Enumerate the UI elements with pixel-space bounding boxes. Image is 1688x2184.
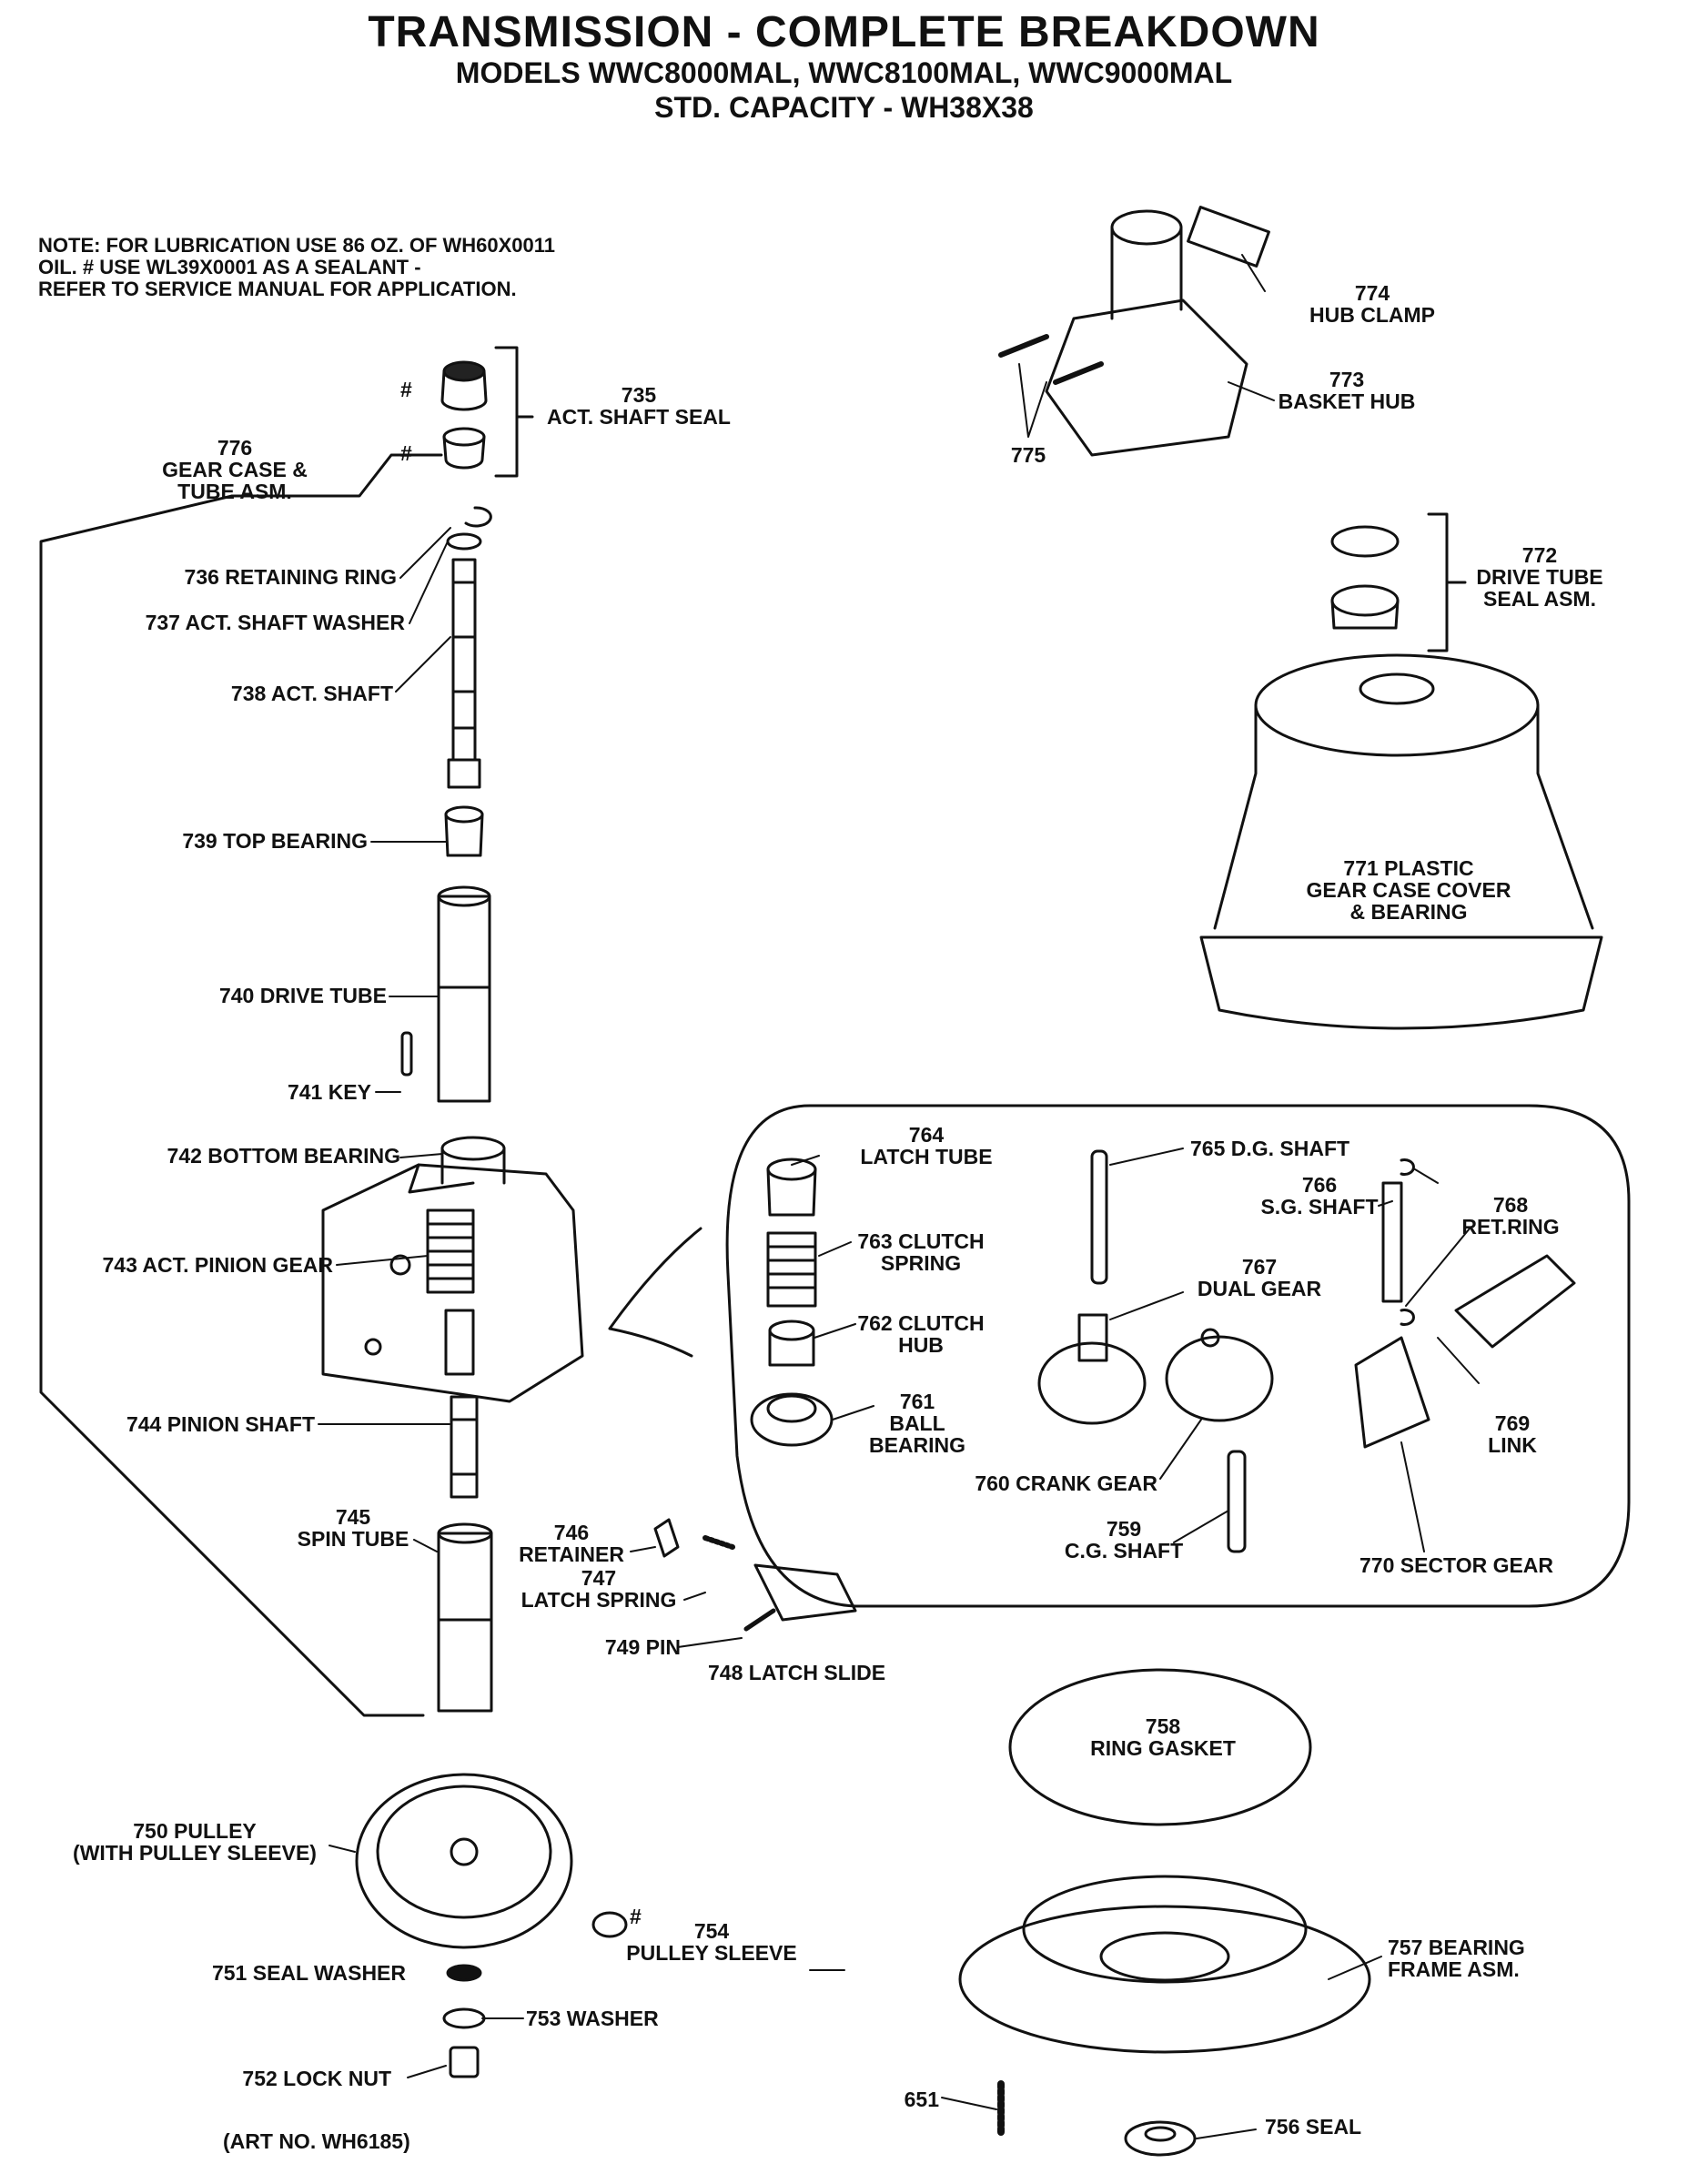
clutch-hub-part	[768, 1320, 815, 1367]
bearing-frame-part	[958, 1875, 1371, 2054]
hub-bolts	[998, 334, 1104, 385]
shaft-seal-bracket	[494, 346, 534, 478]
seal-part	[1124, 2120, 1197, 2157]
ret-ring-part	[1400, 1158, 1415, 1326]
label-749: 749 PIN	[604, 1635, 681, 1659]
gear-case-bracket-top	[230, 453, 443, 498]
spin-tube-part	[437, 1522, 493, 1713]
basket-hub-part	[1045, 209, 1248, 457]
label-741: 741 KEY	[287, 1080, 371, 1104]
label-748: 748 LATCH SLIDE	[708, 1661, 886, 1684]
cg-shaft-part	[1227, 1450, 1247, 1553]
inset-boundary	[725, 1104, 1631, 1608]
label-651: 651	[904, 2088, 939, 2111]
clutch-spring-part	[766, 1231, 817, 1308]
diagram-title: TRANSMISSION - COMPLETE BREAKDOWN	[368, 8, 1320, 56]
sector-gear-part	[1354, 1336, 1430, 1449]
hub-clamp-part	[1187, 206, 1270, 268]
ring-gasket-part	[1008, 1668, 1312, 1826]
note-line: OIL. # USE WL39X0001 AS A SEALANT -	[38, 256, 421, 278]
label-736: 736 RETAINING RING	[184, 565, 397, 589]
label-775: 775	[1010, 443, 1046, 467]
retaining-ring	[464, 506, 492, 528]
label-756: 756 SEAL	[1265, 2115, 1362, 2138]
gear-case-cover-part	[1199, 653, 1603, 1030]
latch-slide-part	[753, 1563, 857, 1622]
sealant-mark: #	[400, 378, 412, 401]
label-740: 740 DRIVE TUBE	[218, 984, 387, 1007]
drive-tube-seal-bracket	[1427, 512, 1467, 652]
note-line: REFER TO SERVICE MANUAL FOR APPLICATION.	[38, 278, 517, 300]
pulley-sleeve-part	[591, 1911, 628, 1938]
crank-gear-part	[1165, 1328, 1274, 1422]
act-shaft-seal-parts	[440, 360, 488, 470]
act-shaft-part	[447, 558, 481, 789]
retainer-part	[653, 1518, 680, 1558]
top-bearing-part	[444, 805, 484, 857]
label-770: 770 SECTOR GEAR	[1359, 1553, 1554, 1577]
drive-tube-seal-parts	[1330, 525, 1400, 630]
label-765: 765 D.G. SHAFT	[1190, 1137, 1350, 1160]
seal-washer-part	[446, 1964, 482, 1982]
note-line: NOTE: FOR LUBRICATION USE 86 OZ. OF WH60…	[38, 234, 556, 257]
label-760: 760 CRANK GEAR	[975, 1471, 1157, 1495]
label-738: 738 ACT. SHAFT	[230, 682, 393, 705]
dual-gear-part	[1037, 1313, 1147, 1425]
label-753: 753 WASHER	[526, 2007, 659, 2030]
lubrication-note: NOTE: FOR LUBRICATION USE 86 OZ. OF WH60…	[38, 235, 555, 300]
latch-spring-part	[702, 1535, 735, 1550]
sealant-mark: #	[630, 1905, 642, 1928]
gear-case-bracket	[39, 494, 425, 1717]
sg-shaft-part	[1381, 1181, 1403, 1303]
lock-nut-part	[449, 2046, 480, 2078]
ball-bearing-part	[750, 1392, 834, 1447]
label-751: 751 SEAL WASHER	[211, 1961, 406, 1985]
label-743: 743 ACT. PINION GEAR	[102, 1253, 333, 1277]
label-739: 739 TOP BEARING	[182, 829, 368, 853]
models-subtitle: MODELS WWC8000MAL, WWC8100MAL, WWC9000MA…	[455, 56, 1233, 89]
pin-part	[743, 1608, 776, 1632]
washer-part	[442, 2007, 486, 2029]
shaft-washer	[446, 532, 482, 551]
drive-tube-part	[437, 885, 491, 1103]
latch-tube-part	[766, 1158, 817, 1217]
capacity-subtitle: STD. CAPACITY - WH38X38	[654, 91, 1034, 124]
label-744: 744 PINION SHAFT	[126, 1412, 315, 1436]
label-737: 737 ACT. SHAFT WASHER	[145, 611, 405, 634]
pulley-part	[355, 1773, 573, 1949]
label-742: 742 BOTTOM BEARING	[167, 1144, 400, 1168]
art-number: (ART NO. WH6185)	[223, 2129, 410, 2153]
dg-shaft-part	[1090, 1149, 1108, 1285]
leader-lines	[318, 254, 1480, 2139]
gear-case-body	[321, 1136, 584, 1499]
label-752: 752 LOCK NUT	[242, 2067, 391, 2090]
link-part	[1454, 1254, 1576, 1349]
key-part	[400, 1031, 413, 1077]
sealant-mark: #	[400, 441, 412, 465]
label-750: 750 PULLEY(WITH PULLEY SLEEVE)	[73, 1819, 317, 1865]
inset-arrow	[608, 1227, 702, 1358]
